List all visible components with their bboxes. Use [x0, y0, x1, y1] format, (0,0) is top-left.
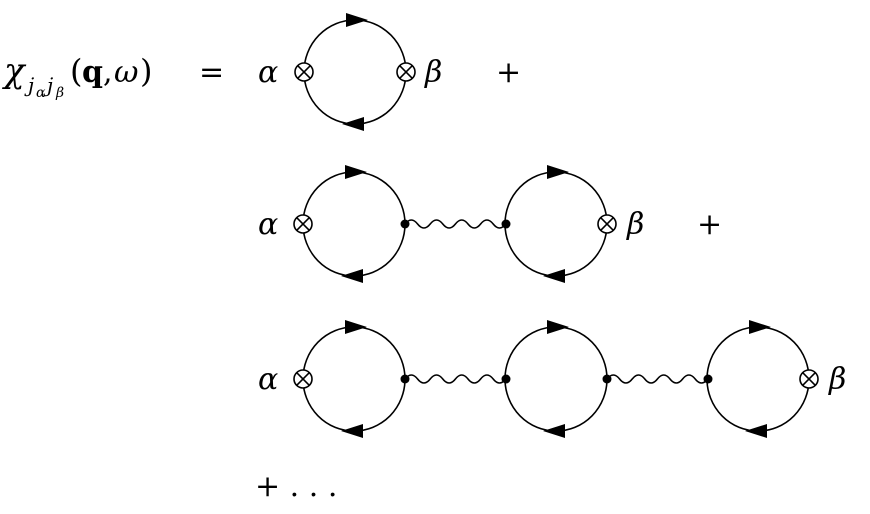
chi-symbol: χ [2, 51, 27, 91]
row2-bubble2-bottom-arrow [543, 269, 565, 283]
diagram-row-3: α β [258, 320, 846, 438]
row3-interaction-wavy-line-1 [404, 374, 507, 384]
open-paren: ( [70, 52, 82, 90]
comma: , [103, 55, 113, 90]
diagram-row-2: α β + [258, 165, 722, 283]
row3-vertex-dot-2 [501, 374, 511, 384]
row3-bubble-2 [504, 326, 608, 432]
series-continuation: + . . . [255, 469, 337, 504]
row3-interaction-wavy-line-2 [606, 374, 709, 384]
row1-top-arrow [346, 13, 368, 27]
row3-left-vertex-otimes [293, 369, 313, 389]
row3-bubble-1 [302, 326, 406, 432]
row3-bubble3-bottom-arrow [745, 424, 767, 438]
close-paren: ) [140, 52, 152, 90]
row3-bubble-3 [706, 326, 810, 432]
row2-right-vertex-otimes [597, 214, 617, 234]
row1-left-vertex-otimes [294, 62, 314, 82]
row1-bottom-arrow [342, 117, 364, 131]
row2-plus: + [697, 207, 722, 242]
row2-alpha-label: α [258, 207, 278, 242]
subscript-j-beta: j [43, 73, 53, 97]
row3-beta-label: β [828, 362, 846, 397]
wavevector-q: q [82, 55, 103, 90]
row3-bubble2-top-arrow [547, 320, 569, 334]
row3-alpha-label: α [258, 362, 278, 397]
subscript-beta: β [55, 85, 64, 101]
row2-bubble1-bottom-arrow [341, 269, 363, 283]
row1-bubble-loop [303, 19, 407, 125]
row2-bubble1-top-arrow [345, 165, 367, 179]
row3-bubble2-bottom-arrow [543, 424, 565, 438]
row1-right-vertex-otimes [396, 62, 416, 82]
row3-bubble3-top-arrow [749, 320, 771, 334]
row2-beta-label: β [626, 207, 644, 242]
row2-interaction-wavy-line [404, 219, 507, 229]
row3-vertex-dot-1 [400, 374, 410, 384]
row1-alpha-label: α [258, 55, 278, 90]
row2-left-vertex-otimes [293, 214, 313, 234]
diagram-row-1: α β + [258, 13, 521, 131]
row2-bubble-1 [302, 171, 406, 277]
row3-bubble1-bottom-arrow [341, 424, 363, 438]
subscript-alpha: α [36, 85, 46, 101]
response-function-lhs: χ j α j β ( q , ω ) [2, 51, 152, 101]
frequency-omega: ω [114, 55, 138, 90]
row3-vertex-dot-4 [703, 374, 713, 384]
row3-right-vertex-otimes [799, 369, 819, 389]
row2-vertex-dot-2 [501, 219, 511, 229]
row3-bubble1-top-arrow [345, 320, 367, 334]
row3-vertex-dot-3 [602, 374, 612, 384]
row1-plus: + [496, 55, 521, 90]
equals-sign: = [199, 55, 224, 90]
subscript-j-alpha: j [24, 73, 34, 97]
row2-bubble-2 [504, 171, 608, 277]
row1-beta-label: β [424, 55, 442, 90]
row2-vertex-dot-1 [400, 219, 410, 229]
row2-bubble2-top-arrow [547, 165, 569, 179]
